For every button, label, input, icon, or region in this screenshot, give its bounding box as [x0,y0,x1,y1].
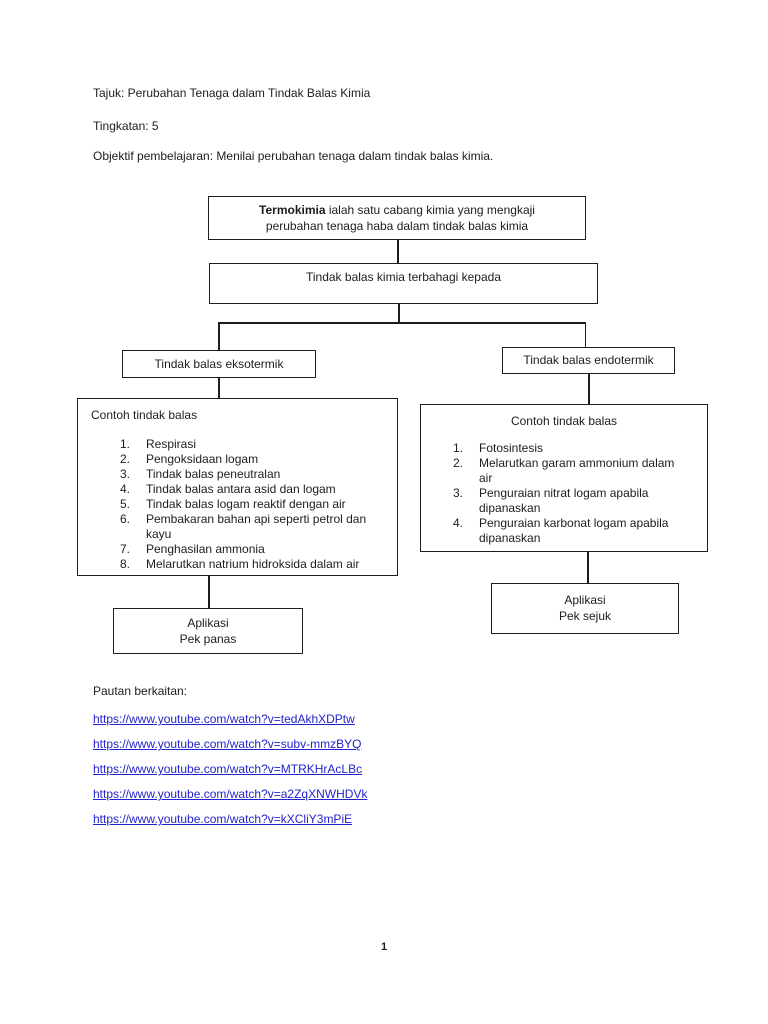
connector-drop-endotermik [584,322,586,348]
list-item: 3. Tindak balas peneutralan [120,467,389,482]
link-row: https://www.youtube.com/watch?v=kXCliY3m… [93,810,367,835]
list-item-number: 8. [120,557,131,571]
list-item-number: 2. [120,452,131,466]
endotermik-box: Tindak balas endotermik [502,347,675,374]
connector-contoh-to-aplikasi-right [587,552,589,583]
list-item: 5. Tindak balas logam reaktif dengan air [120,497,389,512]
page-number: 1 [380,941,388,953]
eksotermik-box: Tindak balas eksotermik [122,350,316,378]
contoh-eksotermik-box: Contoh tindak balas 1. Respirasi 2. Peng… [77,398,398,576]
links-heading: Pautan berkaitan: [93,684,188,698]
contoh-endotermik-list: 1. Fotosintesis 2. Melarutkan garam ammo… [453,441,687,546]
list-item-text: Penghasilan ammonia [146,542,265,556]
split-box: Tindak balas kimia terbahagi kepada [209,263,598,304]
list-item: 1. Respirasi [120,437,389,452]
list-item-number: 6. [120,512,131,526]
aplikasi-value: Pek panas [179,632,237,646]
list-item: 8. Melarutkan natrium hidroksida dalam a… [120,557,389,572]
list-item-number: 1. [120,437,131,451]
list-item-text: Pembakaran bahan api seperti petrol dan … [146,512,367,541]
aplikasi-label: Aplikasi [564,593,606,607]
list-item: 7. Penghasilan ammonia [120,542,389,557]
youtube-link[interactable]: https://www.youtube.com/watch?v=a2ZqXNWH… [93,787,368,801]
list-item-number: 3. [453,486,464,500]
list-item-number: 1. [453,441,464,455]
list-item-number: 2. [453,456,464,470]
link-row: https://www.youtube.com/watch?v=a2ZqXNWH… [93,785,367,810]
eksotermik-label: Tindak balas eksotermik [154,357,284,371]
list-item-text: Tindak balas logam reaktif dengan air [146,497,346,511]
list-item-text: Tindak balas antara asid dan logam [146,482,336,496]
youtube-link[interactable]: https://www.youtube.com/watch?v=tedAkhXD… [93,712,355,726]
link-row: https://www.youtube.com/watch?v=MTRKHrAc… [93,760,367,785]
list-item-text: Melarutkan natrium hidroksida dalam air [146,557,360,571]
contoh-eksotermik-list: 1. Respirasi 2. Pengoksidaan logam 3. Ti… [91,437,389,572]
connector-split-stem [398,304,400,322]
list-item-number: 3. [120,467,131,481]
connector-contoh-to-aplikasi-left [208,576,210,608]
aplikasi-eksotermik-box: Aplikasi Pek panas [113,608,303,654]
contoh-endotermik-title: Contoh tindak balas [510,414,618,428]
list-item-number: 4. [120,482,131,496]
doc-grade-line: Tingkatan: 5 [93,119,159,133]
list-item-text: Melarutkan garam ammonium dalam air [479,456,675,485]
list-item: 2. Pengoksidaan logam [120,452,389,467]
list-item-number: 7. [120,542,131,556]
definition-text: ialah satu cabang kimia yang mengkaji pe… [265,203,535,233]
doc-title-line: Tajuk: Perubahan Tenaga dalam Tindak Bal… [93,86,371,100]
list-item: 2. Melarutkan garam ammonium dalam air [453,456,687,486]
list-item-text: Respirasi [146,437,197,451]
contoh-eksotermik-title: Contoh tindak balas [91,408,198,422]
split-text: Tindak balas kimia terbahagi kepada [305,270,501,284]
list-item-number: 4. [453,516,464,530]
connector-def-to-split [397,240,399,263]
youtube-link[interactable]: https://www.youtube.com/watch?v=kXCliY3m… [93,812,353,826]
links-list: https://www.youtube.com/watch?v=tedAkhXD… [93,710,367,835]
doc-objective-line: Objektif pembelajaran: Menilai perubahan… [93,149,494,163]
endotermik-label: Tindak balas endotermik [523,353,654,367]
list-item: 4. Tindak balas antara asid dan logam [120,482,389,497]
list-item: 6. Pembakaran bahan api seperti petrol d… [120,512,389,542]
list-item: 3. Penguraian nitrat logam apabila dipan… [453,486,687,516]
list-item-text: Pengoksidaan logam [146,452,259,466]
list-item: 1. Fotosintesis [453,441,687,456]
connector-drop-eksotermik [218,322,220,350]
contoh-endotermik-box: Contoh tindak balas 1. Fotosintesis 2. M… [420,404,708,552]
connector-branch-bar [218,322,586,324]
connector-ekso-to-contoh [218,378,220,398]
aplikasi-endotermik-box: Aplikasi Pek sejuk [491,583,679,634]
list-item-text: Tindak balas peneutralan [146,467,281,481]
link-row: https://www.youtube.com/watch?v=tedAkhXD… [93,710,367,735]
youtube-link[interactable]: https://www.youtube.com/watch?v=subv-mmz… [93,737,362,751]
link-row: https://www.youtube.com/watch?v=subv-mmz… [93,735,367,760]
list-item-number: 5. [120,497,131,511]
list-item-text: Fotosintesis [479,441,544,455]
aplikasi-value: Pek sejuk [558,609,612,623]
connector-endo-to-contoh [588,374,590,404]
aplikasi-label: Aplikasi [187,616,229,630]
list-item: 4. Penguraian karbonat logam apabila dip… [453,516,687,546]
youtube-link[interactable]: https://www.youtube.com/watch?v=MTRKHrAc… [93,762,363,776]
definition-term: Termokimia [259,203,326,217]
list-item-text: Penguraian karbonat logam apabila dipana… [479,516,669,545]
list-item-text: Penguraian nitrat logam apabila dipanask… [479,486,649,515]
definition-box: Termokimia ialah satu cabang kimia yang … [208,196,586,240]
